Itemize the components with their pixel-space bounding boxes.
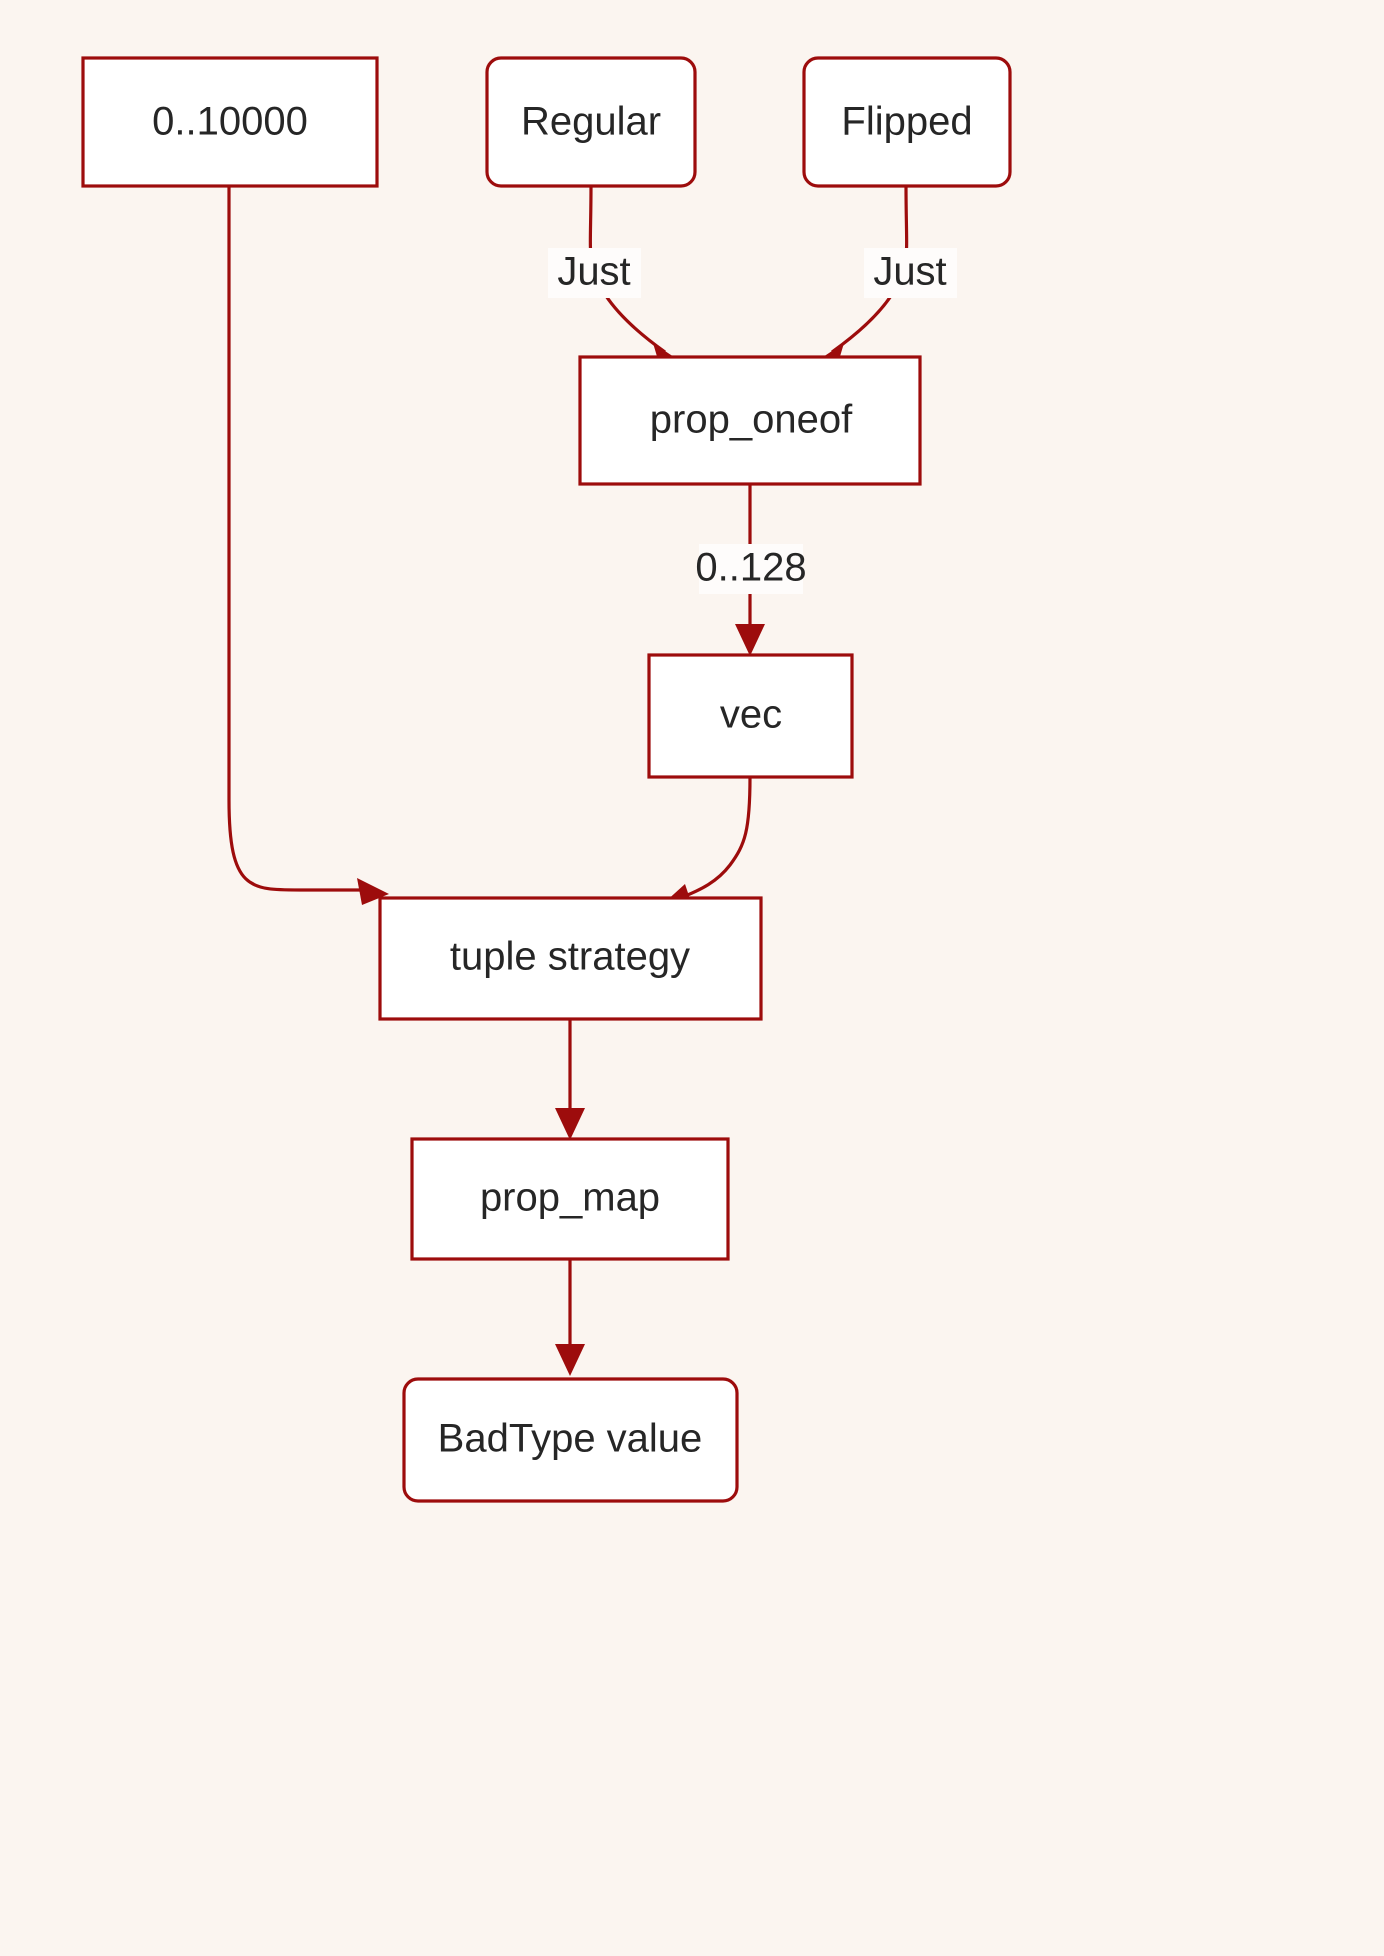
node-badtype-value-shape[interactable] [402,1377,739,1503]
edge-label-flipped-just-text: Just [873,250,946,294]
arrowhead-icon [735,624,765,656]
arrowhead-icon [357,878,389,905]
node-vec[interactable]: vec [647,653,854,779]
node-badtype-value-label: BadType value [438,1417,703,1461]
edge-vec-to-tuple [664,776,752,911]
node-prop-map-shape[interactable] [410,1137,730,1261]
edge-label-flipped-just-bg [864,248,957,298]
edge-label-oneof-vec: 0..128 [695,544,807,594]
node-tuple-strategy[interactable]: tuple strategy [378,896,763,1021]
node-flipped-label: Flipped [841,100,972,144]
node-regular[interactable]: Regular [485,56,697,188]
node-range-0-10000[interactable]: 0..10000 [81,56,379,188]
edge-prop-map-to-badtype [555,1258,585,1376]
edge-label-regular-just: Just [548,248,641,298]
edge-label-oneof-vec-text: 0..128 [695,546,806,590]
node-badtype-value[interactable]: BadType value [402,1377,739,1503]
node-prop-map[interactable]: prop_map [410,1137,730,1261]
edge-range10000-to-tuple [227,186,389,905]
node-tuple-strategy-shape[interactable] [378,896,763,1021]
node-tuple-strategy-label: tuple strategy [450,935,690,979]
node-regular-label: Regular [521,100,661,144]
node-vec-label: vec [720,693,782,737]
node-range-0-10000-label: 0..10000 [152,100,308,144]
node-prop-map-label: prop_map [480,1176,660,1220]
arrowhead-icon [555,1344,585,1376]
edge-label-oneof-vec-bg [699,544,803,594]
arrowhead-icon [555,1108,585,1140]
node-prop-oneof-label: prop_oneof [650,398,853,442]
node-vec-shape[interactable] [647,653,854,779]
edge-tuple-to-prop-map [555,1019,585,1140]
edge-label-flipped-just: Just [864,248,957,298]
node-flipped[interactable]: Flipped [802,56,1012,188]
edge-label-regular-just-text: Just [557,250,630,294]
node-prop-oneof[interactable]: prop_oneof [578,355,922,486]
node-regular-shape[interactable] [485,56,697,188]
node-range-0-10000-shape[interactable] [81,56,379,188]
node-prop-oneof-shape[interactable] [578,355,922,486]
node-flipped-shape[interactable] [802,56,1012,188]
edge-label-regular-just-bg [548,248,641,298]
